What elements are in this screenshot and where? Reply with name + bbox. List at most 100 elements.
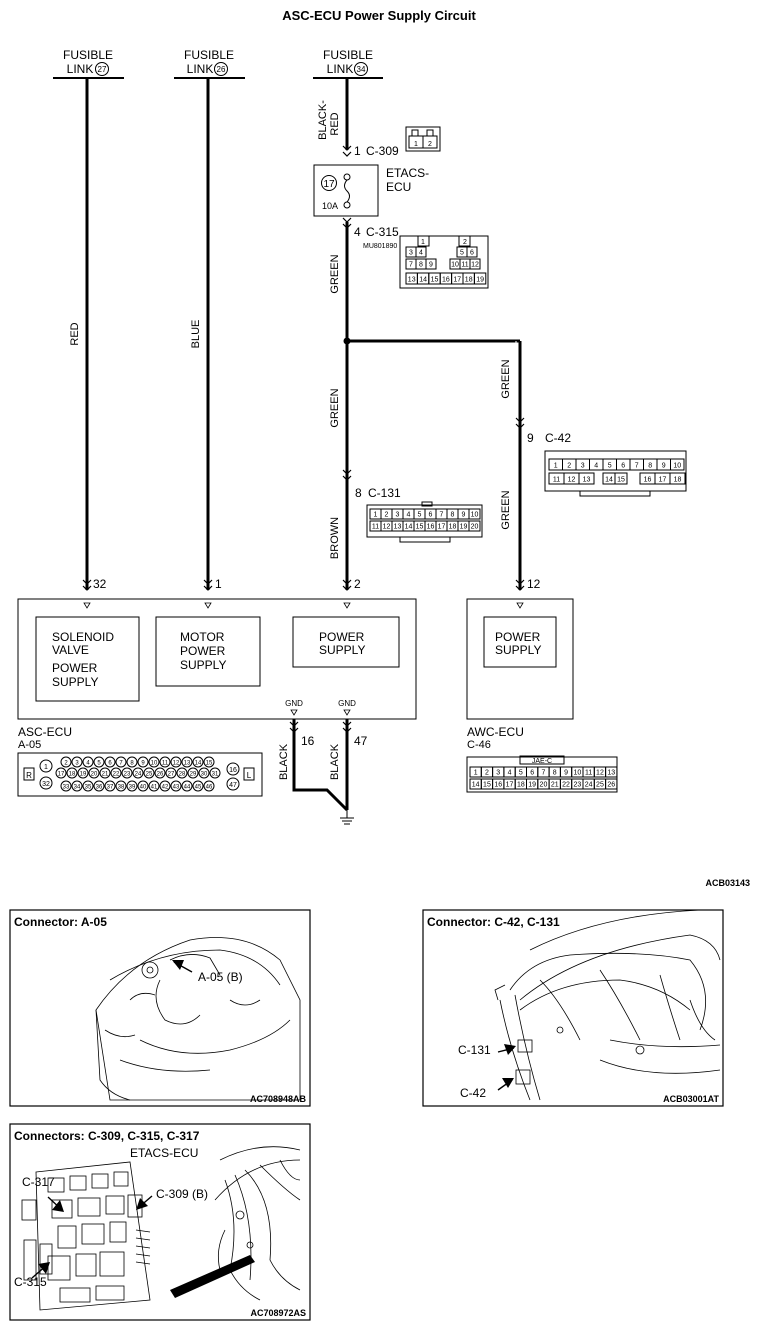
pin-circle	[66, 767, 78, 779]
pin-label: 3	[581, 463, 585, 470]
pin-label: 18	[69, 772, 76, 778]
fusible-link-number: 26	[217, 65, 226, 74]
wire-black-ground-16	[292, 719, 349, 812]
pin-label: 7	[119, 761, 123, 767]
pin-circle	[82, 780, 94, 792]
svg-text:2: 2	[428, 141, 432, 148]
pin-label: 14	[472, 782, 480, 789]
pin-label: 35	[85, 785, 92, 791]
figure-code: AC708948AB	[250, 1094, 307, 1104]
wire-color-label: RED	[69, 322, 81, 345]
pin-label: 9	[141, 761, 145, 767]
pin-cell	[605, 778, 618, 790]
connector-c315-label: C-315	[366, 225, 399, 239]
pin-label: 6	[470, 250, 474, 257]
fusible-link-26: FUSIBLE LINK 26	[174, 48, 245, 79]
pin-label: 34	[74, 785, 81, 791]
pin-circle	[126, 780, 138, 792]
pin-label: 43	[173, 785, 180, 791]
wire-color-label: BLACK	[329, 743, 341, 780]
ecu-name: ASC-ECU	[18, 725, 72, 739]
pin-label: 1	[374, 512, 378, 519]
svg-text:32: 32	[42, 781, 50, 788]
pin-circle	[88, 767, 100, 779]
pin-label: 26	[607, 782, 615, 789]
pin-label: 3	[496, 770, 500, 777]
ecu-code: C-46	[467, 739, 491, 751]
pin-label: 27	[168, 772, 175, 778]
pin-number: 4	[354, 225, 361, 239]
connector-c309-face: 1 2	[405, 126, 441, 152]
pin-circle	[115, 756, 127, 768]
pin-label: 19	[460, 524, 468, 531]
pin-cell	[670, 458, 685, 471]
block-label: SUPPLY	[495, 643, 541, 657]
pin-label: 45	[195, 785, 202, 791]
pin-label: 13	[184, 761, 191, 767]
pin-label: 18	[465, 277, 473, 284]
pin-label: 5	[97, 761, 101, 767]
svg-text:47: 47	[229, 782, 237, 789]
pin-label: 18	[449, 524, 457, 531]
pin-label: 12	[596, 770, 604, 777]
wire-color-label: BROWN	[329, 517, 341, 559]
pin-circle	[143, 767, 155, 779]
pin-label: 6	[108, 761, 112, 767]
pin-label: 11	[162, 761, 169, 767]
pin-label: 25	[146, 772, 153, 778]
pin-label: 3	[75, 761, 79, 767]
splice-point	[343, 337, 351, 345]
pin-label: 3	[396, 512, 400, 519]
pin-circle	[187, 767, 199, 779]
arrow-head-icon	[172, 960, 184, 970]
arrow-head-icon	[38, 1262, 50, 1274]
pin-cell	[466, 246, 478, 258]
block-label: POWER	[495, 630, 541, 644]
pin-label: 20	[471, 524, 479, 531]
arrow-head-icon	[504, 1044, 516, 1055]
pin-label: 7	[440, 512, 444, 519]
pin-circle	[159, 780, 171, 792]
callout-c131: C-131	[458, 1043, 491, 1057]
pin-label: 13	[394, 524, 402, 531]
pin-label: 14	[419, 277, 427, 284]
block-label: MOTOR	[180, 630, 225, 644]
pin-label: 2	[64, 761, 68, 767]
pin-number: 32	[93, 577, 107, 591]
pin-label: 8	[451, 512, 455, 519]
pin-circle	[203, 756, 215, 768]
pin-circle	[82, 756, 94, 768]
pin-label: 15	[617, 477, 625, 484]
pin-circle	[110, 767, 122, 779]
pin-circle	[165, 767, 177, 779]
pin-circle	[203, 780, 215, 792]
callout-c315: C-315	[14, 1275, 47, 1289]
pin-cell	[605, 766, 618, 778]
pin-label: 12	[568, 477, 576, 484]
pin-number: 1	[215, 577, 222, 591]
pin-label: 28	[179, 772, 186, 778]
pin-label: 20	[91, 772, 98, 778]
pin-label: 12	[383, 524, 391, 531]
pin-label: 30	[201, 772, 208, 778]
pin-label: 13	[607, 770, 615, 777]
pin-label: 25	[596, 782, 604, 789]
connector-c131-label: C-131	[368, 486, 401, 500]
pin-number: 12	[527, 577, 541, 591]
fusible-label: FUSIBLE	[184, 48, 234, 62]
pin-number: 47	[354, 734, 368, 748]
pin-circle	[104, 780, 116, 792]
pin-circle	[170, 756, 182, 768]
pin-circle	[60, 780, 72, 792]
pin-label: 23	[124, 772, 131, 778]
pin-circle	[137, 756, 149, 768]
wire-color-label: GREEN	[500, 359, 512, 398]
callout-c42: C-42	[460, 1086, 486, 1100]
pin-circle	[132, 767, 144, 779]
wire-color-label: GREEN	[500, 490, 512, 529]
pin-number: 9	[527, 431, 534, 445]
arrow-head-icon	[136, 1198, 148, 1210]
